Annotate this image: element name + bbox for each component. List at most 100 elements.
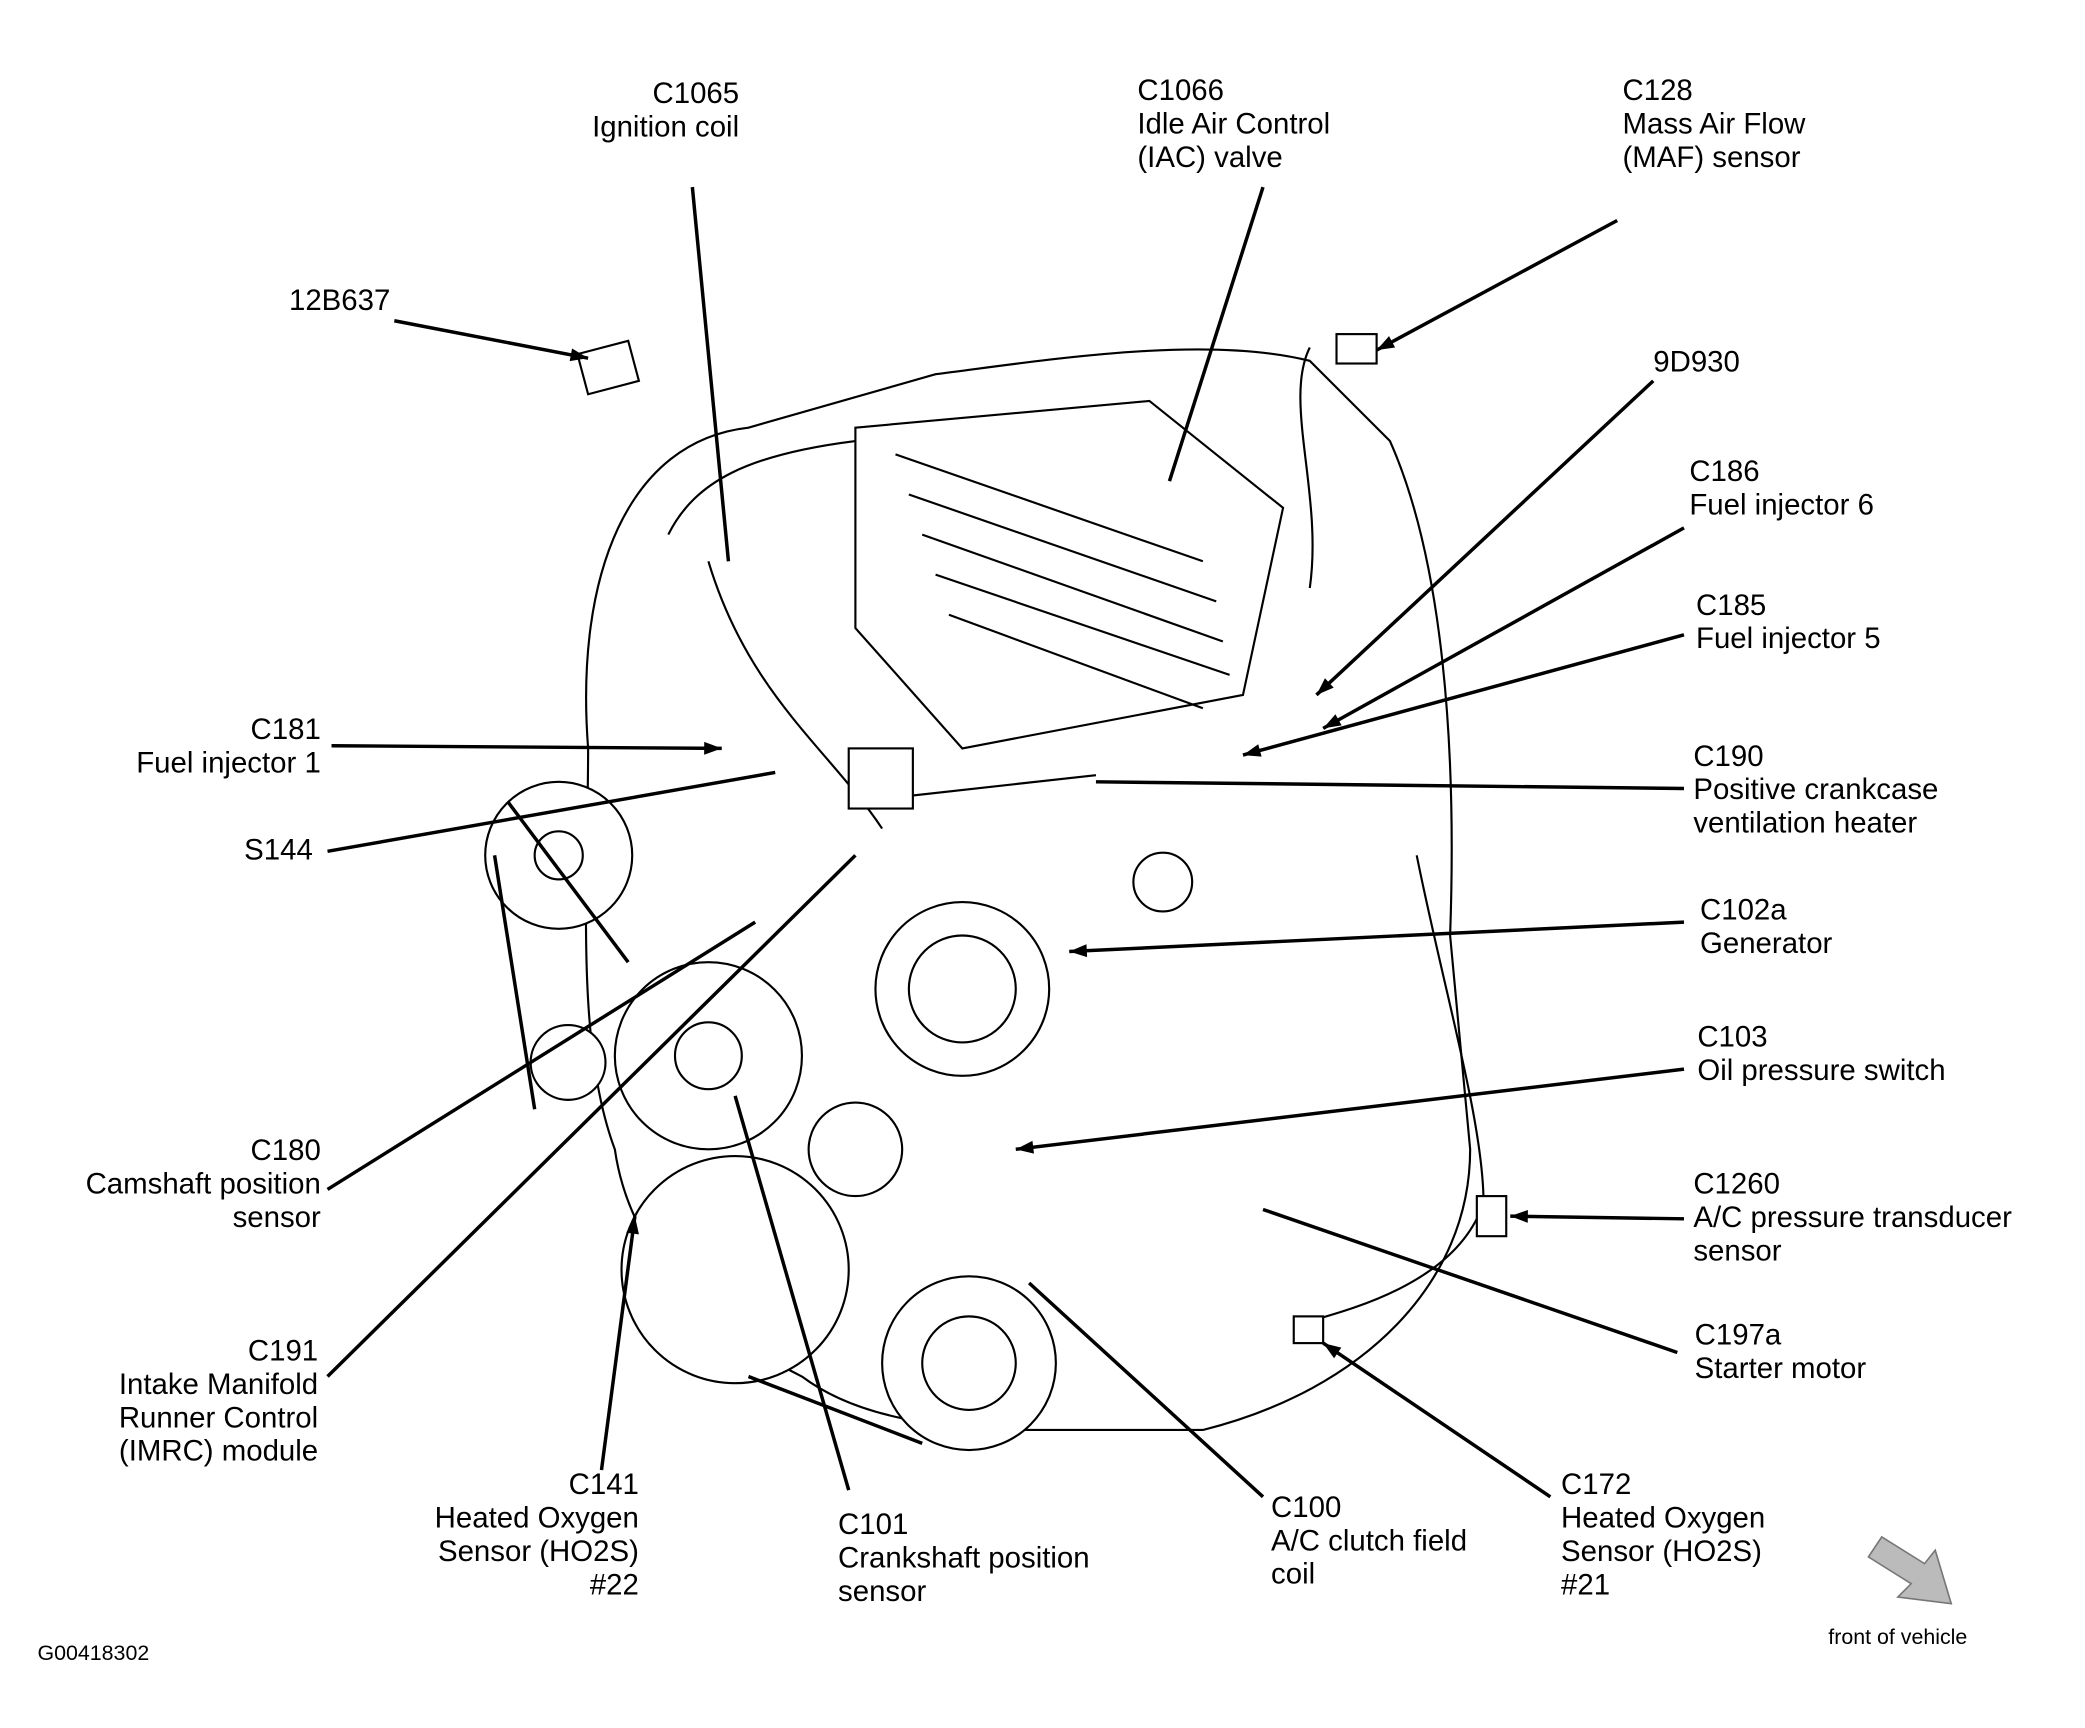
- leader-line-c101: [733, 1095, 851, 1491]
- arrowhead-icon: [1316, 678, 1334, 695]
- arrowhead-icon: [1323, 714, 1342, 729]
- callout-line: Crankshaft position: [838, 1542, 1090, 1575]
- callout-line: C1066: [1137, 74, 1224, 107]
- leader-line-c103: [1015, 1067, 1685, 1152]
- arrowhead-icon: [1069, 944, 1088, 958]
- callout-line: Positive crankcase: [1693, 773, 1938, 806]
- balancer-pulley: [620, 1154, 850, 1385]
- callout-line: C103: [1697, 1020, 1767, 1053]
- arrowhead-icon: [569, 348, 589, 362]
- callout-line: Fuel injector 6: [1689, 489, 1874, 522]
- front-arrow-icon: [1867, 1535, 1953, 1605]
- leader-line-c180: [326, 920, 757, 1191]
- callout-line: Sensor (HO2S): [438, 1535, 639, 1568]
- callout-line: Oil pressure switch: [1697, 1054, 1945, 1087]
- leader-line-c181: [331, 743, 722, 751]
- oil-fill-cap: [1132, 851, 1194, 913]
- callout-line: coil: [1271, 1558, 1315, 1591]
- callout-line: (IAC) valve: [1137, 141, 1282, 174]
- callout-line: sensor: [233, 1201, 321, 1234]
- callout-line: C172: [1561, 1468, 1631, 1501]
- leader-line-c191: [326, 854, 857, 1378]
- leader-lines: [326, 186, 1685, 1499]
- leader-line-c141: [599, 1215, 637, 1471]
- engine-illustration: [484, 333, 1508, 1452]
- crankshaft-pulley-hub: [673, 1021, 743, 1091]
- callout-line: A/C clutch field: [1271, 1524, 1467, 1557]
- generator-fan: [907, 934, 1017, 1044]
- callout-line: Camshaft position: [86, 1167, 321, 1200]
- callout-12b637: 12B637: [289, 284, 390, 317]
- callout-line: 12B637: [289, 284, 390, 317]
- callout-line: sensor: [1693, 1234, 1781, 1267]
- idler-pulley: [529, 1023, 607, 1101]
- callout-line: #21: [1561, 1568, 1610, 1601]
- figure-id: G00418302: [38, 1641, 150, 1665]
- arrowhead-icon: [704, 741, 722, 755]
- callout-9d930: 9D930: [1653, 346, 1740, 379]
- arrowhead-icon: [1510, 1210, 1528, 1223]
- callout-line: Ignition coil: [592, 110, 739, 143]
- harness-12b637: [576, 339, 641, 396]
- maf-connector: [1335, 333, 1378, 365]
- callout-line: C1065: [653, 77, 740, 110]
- drive-belt: [492, 800, 923, 1445]
- arrowhead-icon: [1376, 336, 1396, 351]
- intake-runners: [895, 453, 1230, 710]
- engine-block-outline: [584, 348, 1472, 1432]
- front-of-vehicle-indicator: front of vehicle: [1828, 1535, 1967, 1649]
- callout-line: Runner Control: [119, 1401, 318, 1434]
- callout-line: (MAF) sensor: [1623, 141, 1801, 174]
- tensioner-pulley: [807, 1101, 904, 1198]
- callout-s144: S144: [244, 833, 313, 866]
- callout-line: Heated Oxygen: [1561, 1502, 1765, 1535]
- callout-line: C190: [1693, 740, 1763, 773]
- callout-line: ventilation heater: [1693, 807, 1917, 840]
- callout-line: Fuel injector 1: [136, 746, 321, 779]
- leader-line-9d930: [1315, 379, 1655, 697]
- callout-line: Idle Air Control: [1137, 108, 1330, 141]
- power-steering-pulley-hub: [533, 830, 584, 881]
- ac-compressor: [881, 1275, 1057, 1452]
- callout-line: C1260: [1693, 1167, 1780, 1200]
- arrowhead-icon: [1323, 1343, 1342, 1359]
- callout-line: Sensor (HO2S): [1561, 1535, 1762, 1568]
- leader-line-c100: [1027, 1281, 1265, 1499]
- ac-compressor-clutch: [921, 1315, 1017, 1411]
- leader-line-c1066: [1167, 186, 1265, 482]
- callout-line: C180: [251, 1134, 321, 1167]
- leader-line-c128: [1375, 218, 1618, 352]
- leader-line-c186: [1322, 526, 1685, 730]
- callout-line: C185: [1696, 589, 1766, 622]
- arrowhead-icon: [1242, 744, 1262, 757]
- callout-line: Fuel injector 5: [1696, 622, 1881, 655]
- ac-pressure-connector: [1475, 1195, 1508, 1238]
- callout-line: C100: [1271, 1491, 1341, 1524]
- arrowhead-icon: [626, 1216, 639, 1235]
- ho2s-21-connector: [1292, 1315, 1325, 1345]
- callout-line: S144: [244, 833, 313, 866]
- front-of-vehicle-label: front of vehicle: [1828, 1625, 1967, 1649]
- generator: [874, 901, 1051, 1077]
- intake-manifold: [854, 399, 1285, 750]
- arrowhead-icon: [1015, 1140, 1034, 1154]
- imrc-module-connector: [847, 747, 914, 810]
- callout-line: C181: [251, 713, 321, 746]
- callout-line: C101: [838, 1508, 908, 1541]
